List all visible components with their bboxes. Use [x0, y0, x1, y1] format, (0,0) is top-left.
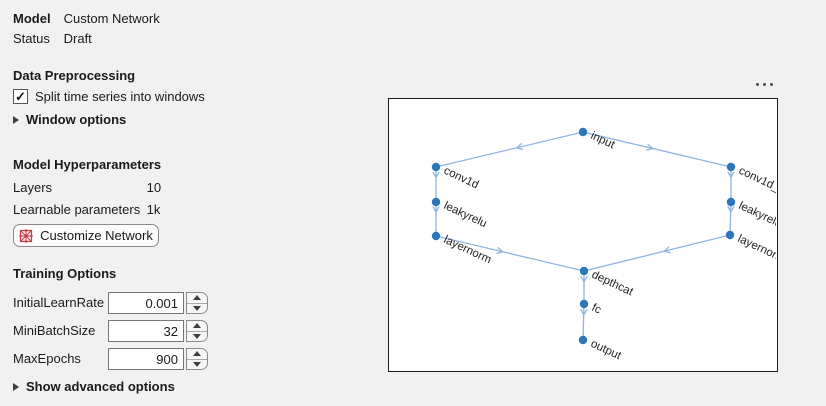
status-value: Draft: [63, 31, 92, 46]
graph-node-layernorm[interactable]: [431, 231, 441, 241]
initial-learn-rate-spin-buttons: [186, 292, 208, 314]
edge-layernorm_1-to-depthcat: [583, 234, 731, 272]
show-advanced-options-toggle[interactable]: Show advanced options: [13, 379, 175, 394]
edge-fc-to-output: [582, 303, 585, 341]
graph-node-label-conv1d: conv1d: [442, 165, 481, 192]
chevron-right-icon: [13, 115, 19, 124]
customize-network-label: Customize Network: [40, 228, 153, 243]
max-epochs-stepper: [108, 348, 208, 370]
arrowhead-icon: [646, 143, 654, 151]
max-epochs-label: MaxEpochs: [13, 351, 81, 366]
max-epochs-input[interactable]: [108, 348, 184, 370]
training-options-title: Training Options: [13, 266, 117, 281]
graph-node-label-input: input: [589, 130, 617, 152]
mini-batch-size-spin-buttons: [186, 320, 208, 342]
spin-up-button[interactable]: [187, 349, 207, 359]
network-icon: [19, 228, 33, 243]
edge-input-to-conv1d_1: [582, 131, 732, 168]
model-label: Model: [13, 11, 51, 26]
ellipsis-menu-icon: [756, 83, 759, 86]
spin-down-button[interactable]: [187, 302, 207, 314]
arrowhead-icon: [515, 142, 524, 151]
arrowhead-icon: [727, 205, 735, 214]
diagram-menu-button[interactable]: [756, 83, 773, 86]
edge-input-to-conv1d: [435, 131, 584, 168]
initial-learn-rate-stepper: [108, 292, 208, 314]
triangle-down-icon: [193, 361, 201, 367]
mini-batch-size-input[interactable]: [108, 320, 184, 342]
triangle-down-icon: [193, 333, 201, 339]
arrowhead-icon: [727, 171, 735, 179]
learnable-parameters-label: Learnable parameters: [13, 202, 141, 217]
split-windows-row[interactable]: Split time series into windows: [13, 89, 205, 104]
initial-learn-rate-input[interactable]: [108, 292, 184, 314]
triangle-up-icon: [193, 351, 201, 357]
arrowhead-icon: [496, 246, 504, 255]
graph-node-fc[interactable]: [579, 299, 589, 309]
graph-node-label-fc: fc: [590, 302, 603, 317]
graph-node-label-output: output: [589, 338, 624, 363]
spin-down-button[interactable]: [187, 330, 207, 342]
edge-layernorm-to-depthcat: [435, 235, 585, 272]
show-advanced-options-label: Show advanced options: [26, 379, 175, 394]
layers-value: 10: [146, 180, 162, 195]
graph-node-label-conv1d_1: conv1d_1: [737, 165, 776, 197]
network-graph: input conv1d leakyrelu layernorm conv1d_1lea…: [431, 127, 776, 363]
model-value: Custom Network: [63, 11, 160, 26]
mini-batch-size-stepper: [108, 320, 208, 342]
graph-node-label-leakyrelu_1: leakyrelu_1: [737, 200, 776, 236]
learnable-parameters-row: Learnable parameters 1k: [13, 202, 160, 217]
graph-node-label-layernorm_1: layernorm_1: [736, 233, 776, 271]
customize-network-button[interactable]: Customize Network: [13, 224, 159, 247]
initial-learn-rate-label: InitialLearnRate: [13, 295, 105, 310]
split-windows-checkbox[interactable]: [13, 89, 28, 104]
graph-node-label-layernorm: layernorm: [442, 234, 493, 266]
max-epochs-spin-buttons: [186, 348, 208, 370]
spin-up-button[interactable]: [187, 293, 207, 303]
mini-batch-size-label: MiniBatchSize: [13, 323, 96, 338]
arrowhead-icon: [432, 206, 440, 214]
ellipsis-menu-icon: [763, 83, 766, 86]
ellipsis-menu-icon: [770, 83, 773, 86]
triangle-down-icon: [193, 305, 201, 311]
graph-node-layernorm_1[interactable]: [725, 230, 735, 240]
edge-leakyrelu_1-to-layernorm_1: [729, 201, 732, 236]
triangle-up-icon: [193, 295, 201, 301]
model-info-row: Model Custom Network: [13, 11, 160, 26]
learnable-parameters-value: 1k: [146, 202, 161, 217]
status-label: Status: [13, 31, 50, 46]
graph-node-input[interactable]: [578, 127, 588, 137]
spin-up-button[interactable]: [187, 321, 207, 331]
graph-node-leakyrelu[interactable]: [431, 197, 441, 207]
triangle-up-icon: [193, 323, 201, 329]
arrowhead-icon: [580, 308, 588, 317]
window-options-label: Window options: [26, 112, 127, 127]
graph-node-depthcat[interactable]: [579, 266, 589, 276]
graph-node-output[interactable]: [578, 335, 588, 345]
arrowhead-icon: [432, 171, 440, 179]
window-options-toggle[interactable]: Window options: [13, 112, 126, 127]
layers-label: Layers: [13, 180, 53, 195]
graph-node-conv1d[interactable]: [431, 162, 441, 172]
data-preprocessing-title: Data Preprocessing: [13, 68, 136, 83]
status-info-row: Status Draft: [13, 31, 92, 46]
arrowhead-icon: [580, 275, 588, 284]
model-hyperparameters-title: Model Hyperparameters: [13, 157, 162, 172]
chevron-right-icon: [13, 382, 19, 391]
spin-down-button[interactable]: [187, 358, 207, 370]
arrowhead-icon: [662, 246, 671, 254]
graph-node-leakyrelu_1[interactable]: [726, 197, 736, 207]
graph-node-conv1d_1[interactable]: [726, 162, 736, 172]
layers-row: Layers 10: [13, 180, 161, 195]
graph-node-label-leakyrelu: leakyrelu: [442, 200, 489, 230]
graph-node-label-depthcat: depthcat: [590, 269, 636, 299]
split-windows-label: Split time series into windows: [35, 89, 205, 104]
